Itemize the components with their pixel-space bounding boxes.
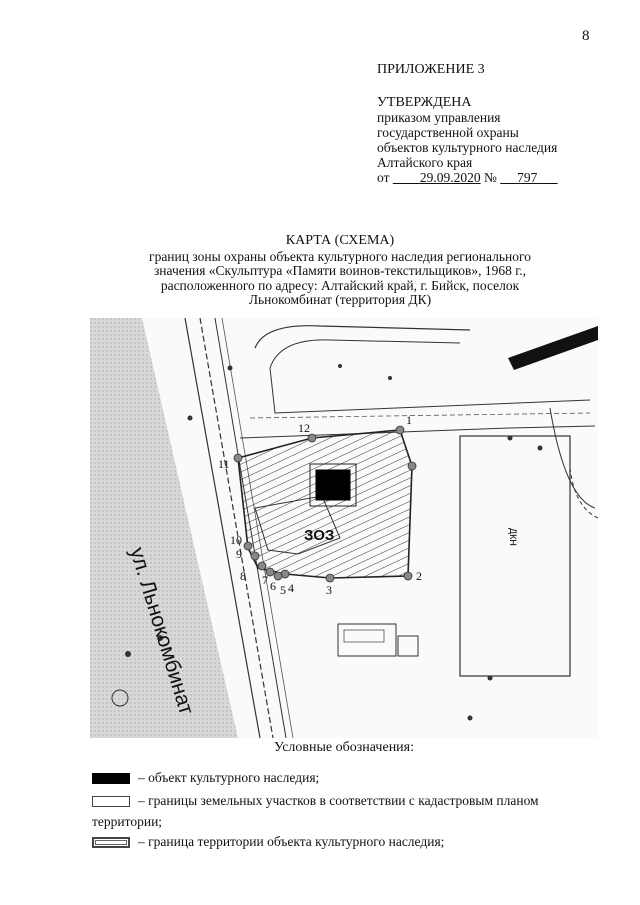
approval-number: 797 — [500, 170, 557, 185]
point-label-3: 3 — [326, 583, 332, 597]
point-label-7: 7 — [262, 573, 268, 587]
approval-date-value: 29.09.2020 — [419, 170, 481, 185]
heritage-object — [315, 469, 351, 501]
number-sign: № — [483, 170, 497, 185]
map-title: КАРТА (СХЕМА) — [285, 233, 395, 248]
approval-date-line: от 29.09.2020 № 797 — [377, 170, 558, 185]
point-label-4: 4 — [288, 581, 294, 595]
legend-item-2-continuation: территории; — [92, 814, 163, 829]
legend-item-1-text: – объект культурного наследия; — [138, 770, 320, 785]
approval-line-1: приказом управления — [377, 110, 501, 125]
approval-block: ПРИЛОЖЕНИЕ 3 УТВЕРЖДЕНА приказом управле… — [377, 62, 558, 185]
approval-line-4: Алтайского края — [377, 155, 473, 170]
zone-label: ЗОЗ — [304, 527, 334, 544]
map-title-line-1: границ зоны охраны объекта культурного н… — [149, 248, 531, 264]
map-title-line-2: значения «Скульптура «Памяти воинов-текс… — [153, 263, 527, 278]
point-label-5: 5 — [280, 583, 286, 597]
point-label-11: 11 — [218, 457, 230, 471]
map-title-line-4: Льнокомбинат (территория ДК) — [248, 292, 432, 307]
date-prefix: от — [377, 170, 390, 185]
legend-item-parcels: – границы земельных участков в соответст… — [92, 793, 539, 809]
street-area — [90, 318, 238, 738]
approved-label: УТВЕРЖДЕНА — [377, 95, 472, 110]
legend-item-heritage: – объект культурного наследия; — [92, 770, 319, 786]
building-label: ДКН — [508, 528, 518, 546]
legend-item-territory: – граница территории объекта культурного… — [92, 834, 444, 850]
point-label-2: 2 — [416, 569, 422, 583]
point-label-9: 9 — [236, 547, 242, 561]
legend-title: Условные обозначения: — [273, 740, 415, 755]
legend-item-3-text: – граница территории объекта культурного… — [138, 834, 445, 849]
page-number: 8 — [582, 28, 590, 44]
point-label-12: 12 — [298, 421, 310, 435]
point-label-1: 1 — [406, 413, 412, 427]
approval-number-value: 797 — [517, 170, 538, 185]
approval-line-3: объектов культурного наследия — [377, 140, 558, 155]
building-outline — [459, 435, 571, 677]
point-label-8: 8 — [240, 569, 246, 583]
approval-date: 29.09.2020 — [393, 170, 481, 185]
point-label-6: 6 — [270, 579, 276, 593]
legend-swatch-plain — [92, 795, 130, 807]
legend-item-2-text: – границы земельных участков в соответст… — [138, 793, 539, 808]
legend-swatch-double — [92, 836, 130, 848]
appendix-label: ПРИЛОЖЕНИЕ 3 — [377, 62, 485, 77]
map-title-line-3: расположенного по адресу: Алтайский край… — [160, 277, 520, 293]
map-title-block: КАРТА (СХЕМА) границ зоны охраны объекта… — [100, 233, 580, 308]
approval-line-2: государственной охраны — [377, 125, 519, 140]
point-label-10: 10 — [230, 533, 242, 547]
legend-swatch-black — [92, 772, 130, 784]
map-scheme: ДКН ЗОЗ 1 2 3 — [90, 318, 598, 738]
map-drawing: ДКН ЗОЗ 1 2 3 — [90, 318, 598, 738]
